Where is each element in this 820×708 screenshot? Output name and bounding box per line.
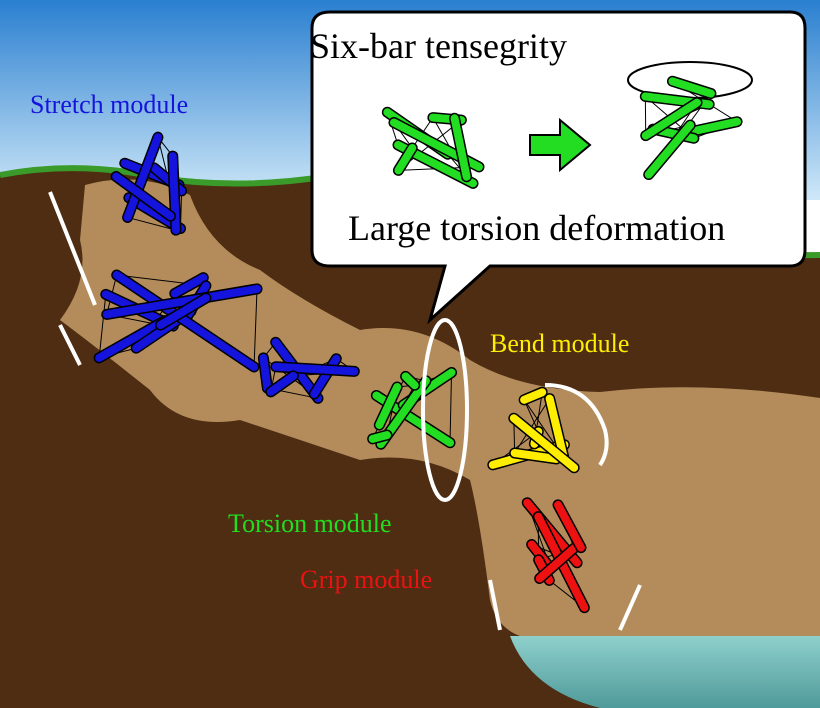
torsion-module-bar (401, 372, 419, 390)
stretch-module-bar (170, 273, 208, 298)
torsion-module-cable (449, 372, 453, 443)
stretch-module-bar (156, 294, 210, 330)
bubble-title: Six-bar tensegrity (310, 26, 567, 66)
tensegrity-before-bar (394, 144, 417, 175)
bend-module-label: Bend module (490, 329, 629, 358)
grip-arrow-left (488, 579, 502, 631)
grip-module-label: Grip module (300, 565, 432, 594)
stretch-module-bar (95, 316, 169, 362)
stretch-module-bar (271, 362, 359, 376)
stretch-module-cable (98, 294, 107, 358)
grip-arrow-right (618, 584, 642, 631)
tensegrity-after-bar (668, 77, 715, 98)
grip-module-bar (535, 544, 579, 583)
tensegrity-after-bar (641, 98, 702, 140)
bend-module-bar (545, 394, 568, 462)
water (510, 636, 820, 708)
stretch-module-bar (112, 172, 175, 221)
bend-module-cable (523, 399, 539, 432)
stretch-module-bar (259, 353, 272, 393)
bend-module-bar (509, 414, 579, 472)
stretch-module-bar (102, 284, 262, 319)
bend-module-cable (514, 398, 551, 454)
torsion-module-label: Torsion module (228, 509, 392, 538)
bend-module-bar (510, 449, 561, 463)
bend-module-bar (520, 388, 547, 404)
stretch-module-bar (266, 371, 298, 396)
torsion-rotation-icon (421, 318, 469, 502)
stretch-arrow (48, 191, 97, 306)
stretch-arrow-lower (58, 324, 82, 366)
stretch-module-bar (123, 133, 162, 222)
right-arrow-icon (529, 117, 592, 173)
stretch-module-cable (253, 288, 258, 368)
bend-arrow (544, 383, 609, 467)
bubble-subtitle: Large torsion deformation (348, 208, 725, 248)
torsion-module-bar (375, 383, 402, 430)
tensegrity-before-bar (450, 114, 471, 181)
stretch-module-label: Stretch module (30, 90, 188, 119)
tensegrity-after-bar (644, 121, 695, 179)
stretch-module-cable (127, 216, 177, 231)
stretch-module-bar (112, 271, 259, 371)
torsion-module-bar (368, 431, 391, 443)
grip-module-bar (554, 500, 585, 552)
